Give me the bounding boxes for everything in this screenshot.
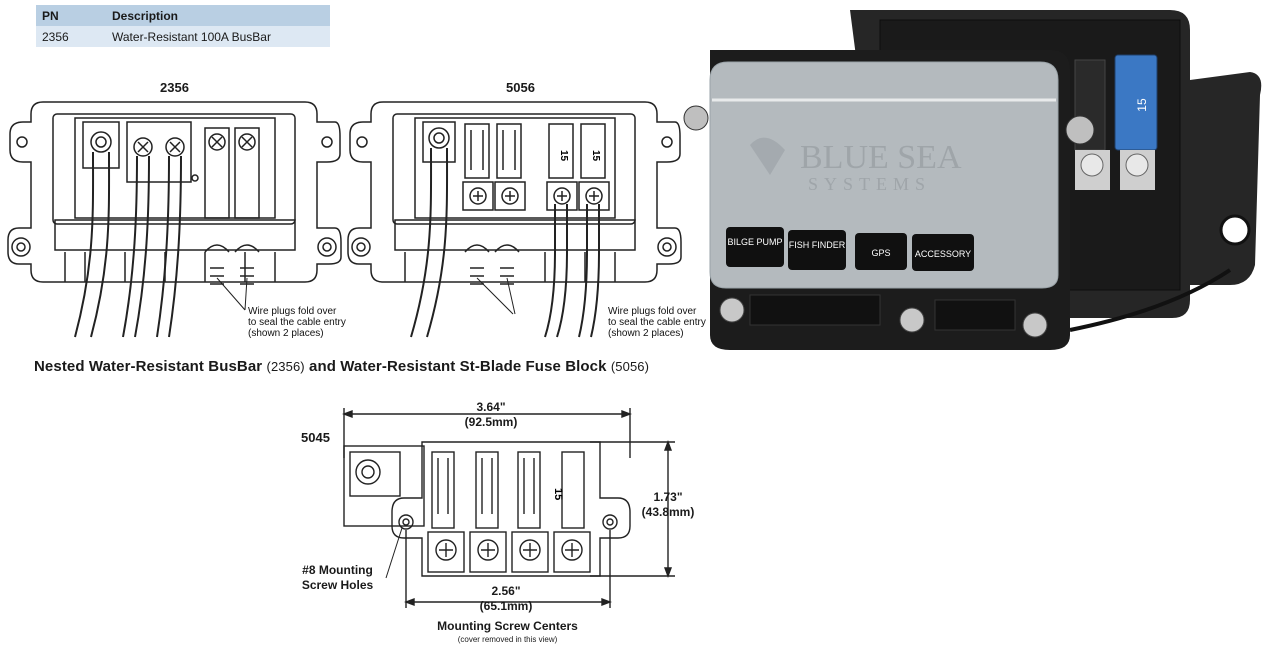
note-line: Wire plugs fold over (608, 306, 697, 317)
fuse-label-1: 15 (558, 150, 569, 162)
centers-label: Mounting Screw Centers (437, 619, 578, 633)
photo-label-accessory: ACCESSORY (915, 249, 971, 259)
height-mm: (43.8mm) (641, 505, 695, 519)
diagram-2356-title: 2356 (160, 80, 189, 95)
width-mm: (92.5mm) (464, 415, 518, 429)
pn-cell: 2356 (42, 29, 69, 44)
diagram-5056-note: Wire plugs fold over to seal the cable e… (608, 306, 706, 339)
spec-table-header: PN Description (36, 5, 330, 26)
photo-brand-line2: SYSTEMS (808, 174, 931, 194)
holes-line1: #8 Mounting (302, 563, 373, 577)
mounting-holes-label: #8 Mounting Screw Holes (290, 563, 385, 593)
caption-pn-5056: (5056) (610, 359, 650, 374)
holes-line2: Screw Holes (301, 578, 374, 592)
description-cell: Water-Resistant 100A BusBar (112, 29, 271, 44)
height-dimension: 1.73" (43.8mm) (633, 490, 703, 520)
note-line: (shown 2 places) (248, 328, 324, 339)
diagram-5056-title: 5056 (506, 80, 535, 95)
drawing-fuse-label: 15 (552, 488, 564, 500)
product-photo: 15 BLUE SEA SYSTEMS BILGE PUMP FISH FIND… (683, 10, 1262, 350)
description-header: Description (112, 8, 179, 23)
caption-pn-2356: (2356) (266, 359, 305, 374)
spec-table: PN Description 2356 Water-Resistant 100A… (36, 5, 330, 47)
centers-mm: (65.1mm) (479, 599, 533, 613)
spec-table-row: 2356 Water-Resistant 100A BusBar (36, 26, 330, 47)
photo-brand-line1: BLUE SEA (800, 139, 962, 176)
centers-dimension: 2.56" (65.1mm) (456, 584, 556, 614)
note-line: to seal the cable entry (248, 317, 346, 328)
note-line: Wire plugs fold over (248, 306, 337, 317)
height-in: 1.73" (653, 490, 683, 504)
centers-in: 2.56" (491, 584, 521, 598)
diagram-5056: 15 15 (347, 101, 682, 338)
width-in: 3.64" (476, 400, 506, 414)
photo-label-bilge: BILGE PUMP (727, 237, 782, 247)
note-line: (shown 2 places) (608, 328, 684, 339)
width-dimension: 3.64" (92.5mm) (446, 400, 536, 430)
diagram-2356-note: Wire plugs fold over to seal the cable e… (248, 306, 346, 339)
note-line: to seal the cable entry (608, 317, 706, 328)
pn-header: PN (42, 8, 59, 23)
photo-label-gps: GPS (871, 248, 890, 258)
photo-label-fish: FISH FINDER (789, 240, 846, 250)
centers-sublabel: (cover removed in this view) (457, 635, 558, 644)
drawing-5045-title: 5045 (301, 430, 330, 445)
figure-caption: Nested Water-Resistant BusBar (2356) and… (34, 358, 649, 375)
caption-part2: and Water-Resistant St-Blade Fuse Block (309, 358, 607, 375)
fuse-label-2: 15 (590, 150, 601, 162)
photo-fuse-value: 15 (1135, 98, 1149, 112)
caption-part1: Nested Water-Resistant BusBar (34, 358, 263, 375)
drawing-5045: 15 (342, 408, 675, 608)
diagram-2356 (7, 101, 342, 338)
